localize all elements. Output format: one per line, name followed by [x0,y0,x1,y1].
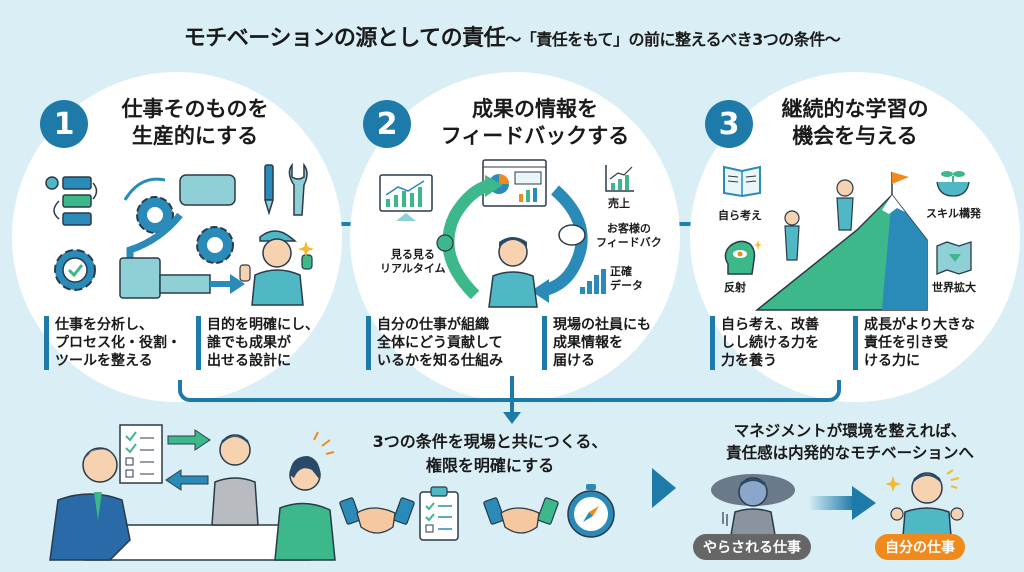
clipboard-checklist-icon [419,486,459,541]
forced-work-badge: やらされる仕事 [693,534,811,560]
monitor-chart-icon [379,174,433,221]
section-title-line: 継続的な学習の [781,97,929,121]
handshake-icon [483,497,559,534]
section-1-point-2: 目的を明確にし、 誰でも成果が 出せる設計に [196,316,319,370]
title-sub: 〜「責任をもて」の前に整えるべき3つの条件〜 [505,30,841,49]
connector-line [665,222,705,226]
section-title-line: 仕事そのものを [121,97,269,121]
section-title-line: 機会を与える [792,124,918,148]
plant-hands-icon [936,171,970,197]
label-line: 見る見る [390,248,435,261]
section-number-badge: 3 [705,100,753,148]
gears-machine-icon [119,174,245,299]
section-title-line: 生産的にする [131,124,259,148]
section-title: 継続的な学習の 機会を与える [760,96,950,150]
center-summary-text: 3つの条件を現場と共につくる、 権限を明確にする [330,430,650,478]
section-number-badge: 1 [40,100,88,148]
center-line: 権限を明確にする [425,456,555,475]
point-line: 届ける [553,353,595,369]
point-line: 成果情報を [553,335,623,351]
section-2-point-1: 自分の仕事が組織 全体にどう貢献して いるかを知る仕組み [366,316,503,370]
worker-thumbs-up-icon [239,230,314,306]
label-line: フィードバク [596,236,662,249]
accurate-data-label: 正確 データ [610,265,643,293]
label-line: データ [610,279,643,292]
section-2-point-2: 現場の社員にも 成果情報を 届ける [542,316,651,370]
conclusion-text: マネジメントが環境を整えれば、 責任感は内発的なモチベーションへ [680,420,1020,464]
point-line: 力を養う [721,353,777,369]
point-line: 出せる設計に [207,353,291,369]
point-line: いるかを知る仕組み [377,353,503,369]
section-title-line: 成果の情報を [472,97,598,121]
realtime-label: 見る見る リアルタイム [380,248,446,276]
sad-worker-cloud-icon [711,474,795,536]
data-bars-icon [580,269,606,294]
feedback-cycle-icon [436,175,588,303]
reflect-label: 反射 [724,281,746,294]
happy-worker-icon [885,469,964,537]
play-arrow-icon [652,468,676,508]
open-book-icon [723,165,761,198]
point-line: 誰でも成果が [207,335,291,351]
section-number-badge: 2 [363,100,411,148]
point-line: ツールを整える [55,353,153,369]
section-3-point-2: 成長がより大きな 責任を引き受 ける力に [853,316,975,370]
section-title-line: フィードバックする [440,124,630,148]
point-line: 責任を引き受 [864,335,948,351]
transition-arrow-icon [852,486,876,520]
label-line: リアルタイム [380,262,446,275]
point-line: 仕事を分析し、 [55,317,153,333]
point-line: 成長がより大きな [864,317,976,333]
skill-label: スキル構発 [926,207,981,220]
world-map-icon [936,241,972,275]
think-label: 自ら考え [718,209,762,222]
conclusion-line: 責任感は内発的なモチベーションへ [726,444,974,462]
title-main: モチベーションの源としての責任 [183,26,506,51]
meeting-illustration [49,424,336,561]
point-line: プロセス化・役割・ [55,335,181,351]
point-line: ける力に [864,353,920,369]
head-eye-icon [724,240,762,275]
own-work-badge: 自分の仕事 [875,534,965,560]
page-title: モチベーションの源としての責任〜「責任をもて」の前に整えるべき3つの条件〜 [0,20,1024,52]
center-line: 3つの条件を現場と共につくる、 [372,432,608,451]
point-line: 自ら考え、改善 [721,317,819,333]
section-title: 成果の情報を フィードバックする [420,96,650,150]
gear-check-icon [54,249,96,291]
point-line: 現場の社員にも [553,317,651,333]
mountain-climbers-icon [754,172,928,311]
sales-chart-icon [605,165,634,192]
summary-bracket [178,380,841,402]
flowchart-icon [45,176,98,226]
point-line: 全体にどう貢献して [377,335,503,351]
bracket-stem [510,376,514,416]
label-line: 正確 [610,265,632,278]
transition-arrow-bar [808,496,854,510]
down-arrow-icon [503,412,521,424]
conclusion-line: マネジメントが環境を整えれば、 [733,422,967,440]
section-title: 仕事そのものを 生産的にする [95,96,295,150]
section-3-point-1: 自ら考え、改善 しし続ける力を 力を養う [710,316,819,370]
section-1-point-1: 仕事を分析し、 プロセス化・役割・ ツールを整える [44,316,181,370]
point-line: 自分の仕事が組織 [377,317,489,333]
label-line: お客様の [606,222,651,235]
sales-label: 売上 [608,197,630,210]
world-label: 世界拡大 [932,281,976,294]
tools-icon [263,162,308,216]
handshake-icon [339,497,415,534]
customer-feedback-label: お客様の フィードバク [596,222,662,250]
person-pointing-icon [488,237,538,308]
point-line: しし続ける力を [721,335,819,351]
compass-icon [567,484,615,538]
point-line: 目的を明確にし、 [207,317,319,333]
